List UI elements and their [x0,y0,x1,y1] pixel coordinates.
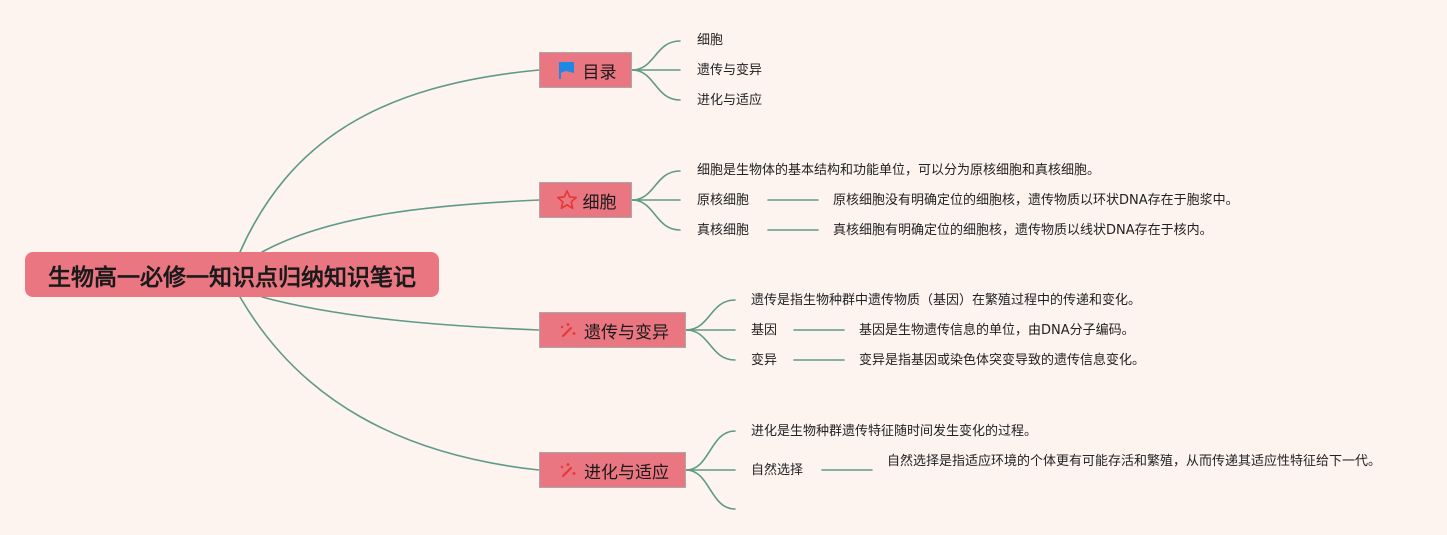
term-eukaryote[interactable]: 真核细胞 [697,223,750,238]
branch-label: 细胞 [582,192,617,213]
desc-prokaryote[interactable]: 原核细胞没有明确定位的细胞核，遗传物质以环状DNA存在于胞浆中。 [833,193,1239,208]
branch-cell[interactable]: 细胞 [539,182,632,218]
flag-icon [555,58,579,82]
branch-evolution[interactable]: 进化与适应 [539,452,686,488]
branch-label: 进化与适应 [584,462,669,483]
sparkle-wand-icon [556,458,580,482]
branch-contents[interactable]: 目录 [539,52,632,88]
term-natural-selection[interactable]: 自然选择 [751,463,804,478]
contents-item[interactable]: 遗传与变异 [697,63,763,78]
desc-variation[interactable]: 变异是指基因或染色体突变导致的遗传信息变化。 [859,353,1146,368]
sparkle-wand-icon [556,318,580,342]
star-icon [555,188,579,212]
root-title: 生物高一必修一知识点归纳知识笔记 [48,264,416,291]
term-gene[interactable]: 基因 [751,323,778,338]
branch-label: 遗传与变异 [584,322,669,343]
desc-eukaryote[interactable]: 真核细胞有明确定位的细胞核，遗传物质以线状DNA存在于核内。 [833,223,1213,238]
contents-item[interactable]: 进化与适应 [697,93,763,108]
desc-gene[interactable]: 基因是生物遗传信息的单位，由DNA分子编码。 [859,323,1135,338]
heredity-intro[interactable]: 遗传是指生物种群中遗传物质（基因）在繁殖过程中的传递和变化。 [751,293,1142,308]
branch-heredity[interactable]: 遗传与变异 [539,312,686,348]
desc-natural-selection[interactable]: 自然选择是指适应环境的个体更有可能存活和繁殖，从而传递其适应性特征给下一代。 [887,454,1382,469]
term-variation[interactable]: 变异 [751,353,778,368]
contents-item[interactable]: 细胞 [697,33,724,48]
term-prokaryote[interactable]: 原核细胞 [697,193,750,208]
root-topic[interactable]: 生物高一必修一知识点归纳知识笔记 [25,252,439,297]
evolution-intro[interactable]: 进化是生物种群遗传特征随时间发生变化的过程。 [751,424,1038,439]
cell-intro[interactable]: 细胞是生物体的基本结构和功能单位，可以分为原核细胞和真核细胞。 [697,163,1101,178]
branch-label: 目录 [582,62,617,83]
